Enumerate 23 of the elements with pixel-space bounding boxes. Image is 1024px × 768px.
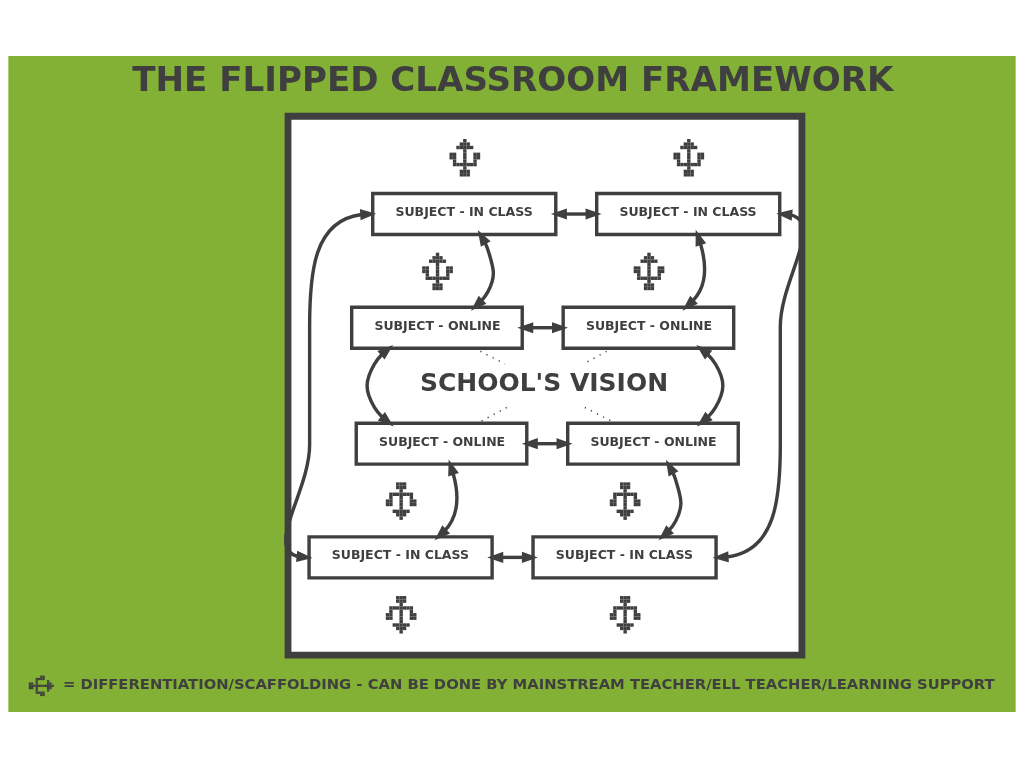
arrow — [658, 459, 683, 541]
node-box: SUBJECT - ONLINE — [561, 305, 736, 350]
arrow — [521, 438, 573, 450]
node-box: SUBJECT - IN CLASS — [595, 191, 782, 237]
node-box: SUBJECT - IN CLASS — [371, 191, 558, 237]
arrow — [517, 322, 568, 334]
arrow — [434, 459, 459, 541]
arrow — [550, 208, 602, 220]
arrow — [696, 344, 725, 427]
diagram-title: THE FLIPPED CLASSROOM FRAMEWORK — [132, 59, 894, 100]
arrow — [487, 551, 538, 563]
node-text: SCHOOL'S VISION — [419, 367, 669, 397]
node-box: SUBJECT - IN CLASS — [307, 535, 494, 580]
node-box: SUBJECT - IN CLASS — [531, 535, 718, 580]
node-box: SUBJECT - ONLINE — [566, 421, 740, 466]
arrow — [284, 209, 377, 562]
node-box: SUBJECT - ONLINE — [354, 421, 529, 466]
legend-label: = DIFFERENTIATION/SCAFFOLDING - CAN BE DONE BY MAINSTREAM TEACHER/ELL TEACHER/LEARNING SUPPORT — [62, 674, 995, 692]
arrow — [365, 344, 394, 427]
arrow — [712, 209, 805, 563]
arrow — [682, 229, 707, 311]
arrow — [470, 230, 496, 311]
node-box: SUBJECT - ONLINE — [350, 305, 524, 350]
